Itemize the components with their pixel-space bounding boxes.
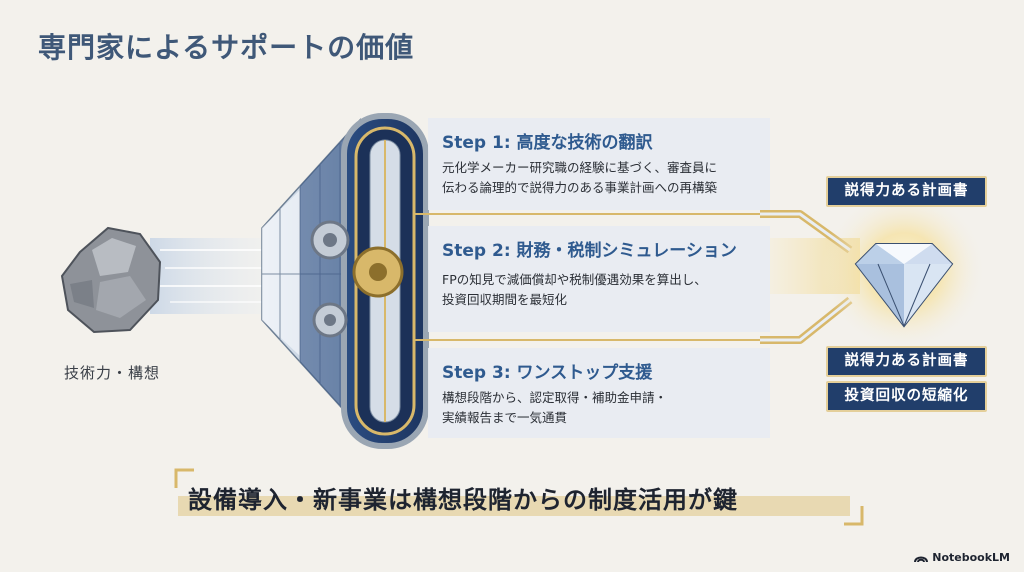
output-badge: 説得力ある計画書 xyxy=(826,176,987,207)
input-stream xyxy=(150,238,270,314)
step-description: FPの知見で減価償却や税制優遇効果を算出し、 投資回収期間を最短化 xyxy=(442,270,762,310)
input-label: 技術力・構想 xyxy=(64,364,161,382)
step-line: 投資回収期間を最短化 xyxy=(442,292,568,307)
step-panel-1: Step 1: 高度な技術の翻訳 元化学メーカー研究職の経験に基づく、審査員に … xyxy=(428,118,770,210)
step-title: Step 3: ワンストップ支援 xyxy=(442,363,653,383)
step-description: 構想段階から、認定取得・補助金申請・ 実績報告まで一気通貫 xyxy=(442,388,762,428)
diamond-icon xyxy=(854,243,954,328)
step-panel-3: Step 3: ワンストップ支援 構想段階から、認定取得・補助金申請・ 実績報告… xyxy=(428,348,770,438)
page-title: 専門家によるサポートの価値 xyxy=(38,31,415,64)
step-panel-2: Step 2: 財務・税制シミュレーション FPの知見で減価償却や税制優遇効果を… xyxy=(428,226,770,332)
brand-name: NotebookLM xyxy=(932,551,1010,564)
step-line: 伝わる論理的で説得力のある事業計画への再構築 xyxy=(442,180,718,195)
step-description: 元化学メーカー研究職の経験に基づく、審査員に 伝わる論理的で説得力のある事業計画… xyxy=(442,158,762,198)
rock-icon xyxy=(60,226,162,334)
key-message-highlight xyxy=(178,496,850,516)
output-badge: 説得力ある計画書 xyxy=(826,346,987,377)
step-line: 元化学メーカー研究職の経験に基づく、審査員に xyxy=(442,160,718,175)
gear-icon xyxy=(310,220,404,338)
step-line: 実績報告まで一気通貫 xyxy=(442,410,568,425)
funnel-icon xyxy=(261,113,429,449)
step-line: 構想段階から、認定取得・補助金申請・ xyxy=(442,390,668,405)
notebooklm-logo-icon xyxy=(914,556,929,562)
step-title: Step 1: 高度な技術の翻訳 xyxy=(442,133,653,153)
key-message-text: 設備導入・新事業は構想段階からの制度活用が鍵 xyxy=(188,486,738,514)
brand-logo: NotebookLM xyxy=(914,551,1010,564)
key-message: 設備導入・新事業は構想段階からの制度活用が鍵 xyxy=(178,478,850,516)
output-badge: 投資回収の短縮化 xyxy=(826,381,987,412)
step-line: FPの知見で減価償却や税制優遇効果を算出し、 xyxy=(442,272,707,287)
step-title: Step 2: 財務・税制シミュレーション xyxy=(442,241,737,261)
